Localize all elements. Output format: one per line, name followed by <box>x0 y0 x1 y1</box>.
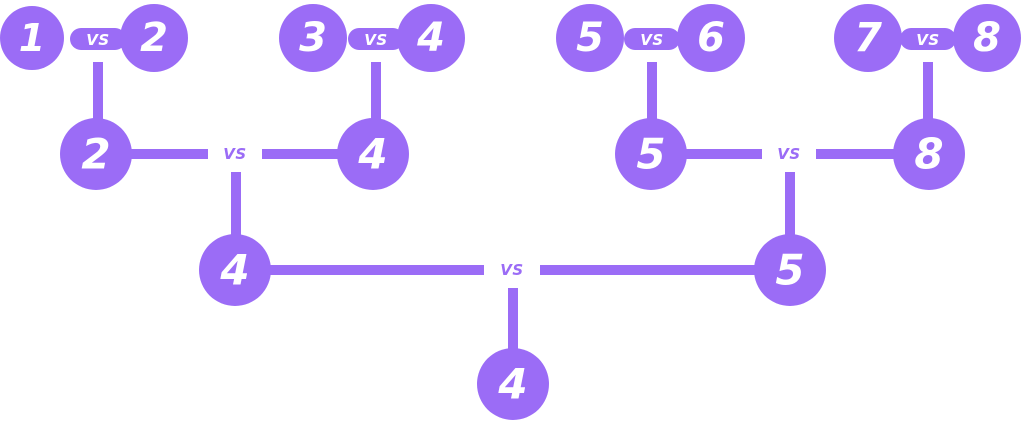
r2m1-left-number: 2 <box>81 130 110 179</box>
vs-labels: VS VS VS VS VS VS VS <box>70 28 956 279</box>
winner-node: 4 <box>477 348 549 420</box>
r2m1-right-node: 4 <box>337 118 409 190</box>
final-right-node: 5 <box>754 234 826 306</box>
r1m4-left-number: 7 <box>854 15 882 61</box>
r2m2-right-number: 8 <box>914 130 943 179</box>
vs-label-r1m1: VS <box>86 31 109 49</box>
vs-badge-r1m2 <box>348 28 404 50</box>
r1m3-left-number: 5 <box>576 15 604 61</box>
r1m1-right-node: 2 <box>120 4 188 72</box>
r1m1-right-number: 2 <box>140 15 168 61</box>
winner-number: 4 <box>497 360 527 409</box>
r1m3-right-number: 6 <box>697 15 725 61</box>
r2m2-left-number: 5 <box>636 130 665 179</box>
final-right-number: 5 <box>775 246 804 295</box>
r1m1-left-node: 1 <box>0 6 64 70</box>
vs-label-final: VS <box>500 261 523 279</box>
final-left-number: 4 <box>219 246 249 295</box>
vs-label-r1m2: VS <box>364 31 387 49</box>
vs-badge-r1m3 <box>624 28 680 50</box>
vs-label-r2m1: VS <box>223 145 246 163</box>
vs-badge-r1m4 <box>900 28 956 50</box>
r1m2-right-number: 4 <box>416 15 445 61</box>
r1m4-right-number: 8 <box>973 15 1001 61</box>
r1m2-left-number: 3 <box>299 15 327 61</box>
r1m4-left-node: 7 <box>834 4 902 72</box>
r1m2-left-node: 3 <box>279 4 347 72</box>
bracket-connectors <box>93 62 933 350</box>
vs-label-r1m4: VS <box>916 31 939 49</box>
r1m1-left-number: 1 <box>19 16 45 60</box>
final-left-node: 4 <box>199 234 271 306</box>
vs-badge-r1m1 <box>70 28 126 50</box>
r1m3-left-node: 5 <box>556 4 624 72</box>
vs-label-r2m2: VS <box>777 145 800 163</box>
r1m2-right-node: 4 <box>397 4 465 72</box>
r2m1-left-node: 2 <box>60 118 132 190</box>
r1m4-right-node: 8 <box>953 4 1021 72</box>
r2m2-left-node: 5 <box>615 118 687 190</box>
vs-label-r1m3: VS <box>640 31 663 49</box>
r2m1-right-number: 4 <box>357 130 387 179</box>
r1m3-right-node: 6 <box>677 4 745 72</box>
r2m2-right-node: 8 <box>893 118 965 190</box>
